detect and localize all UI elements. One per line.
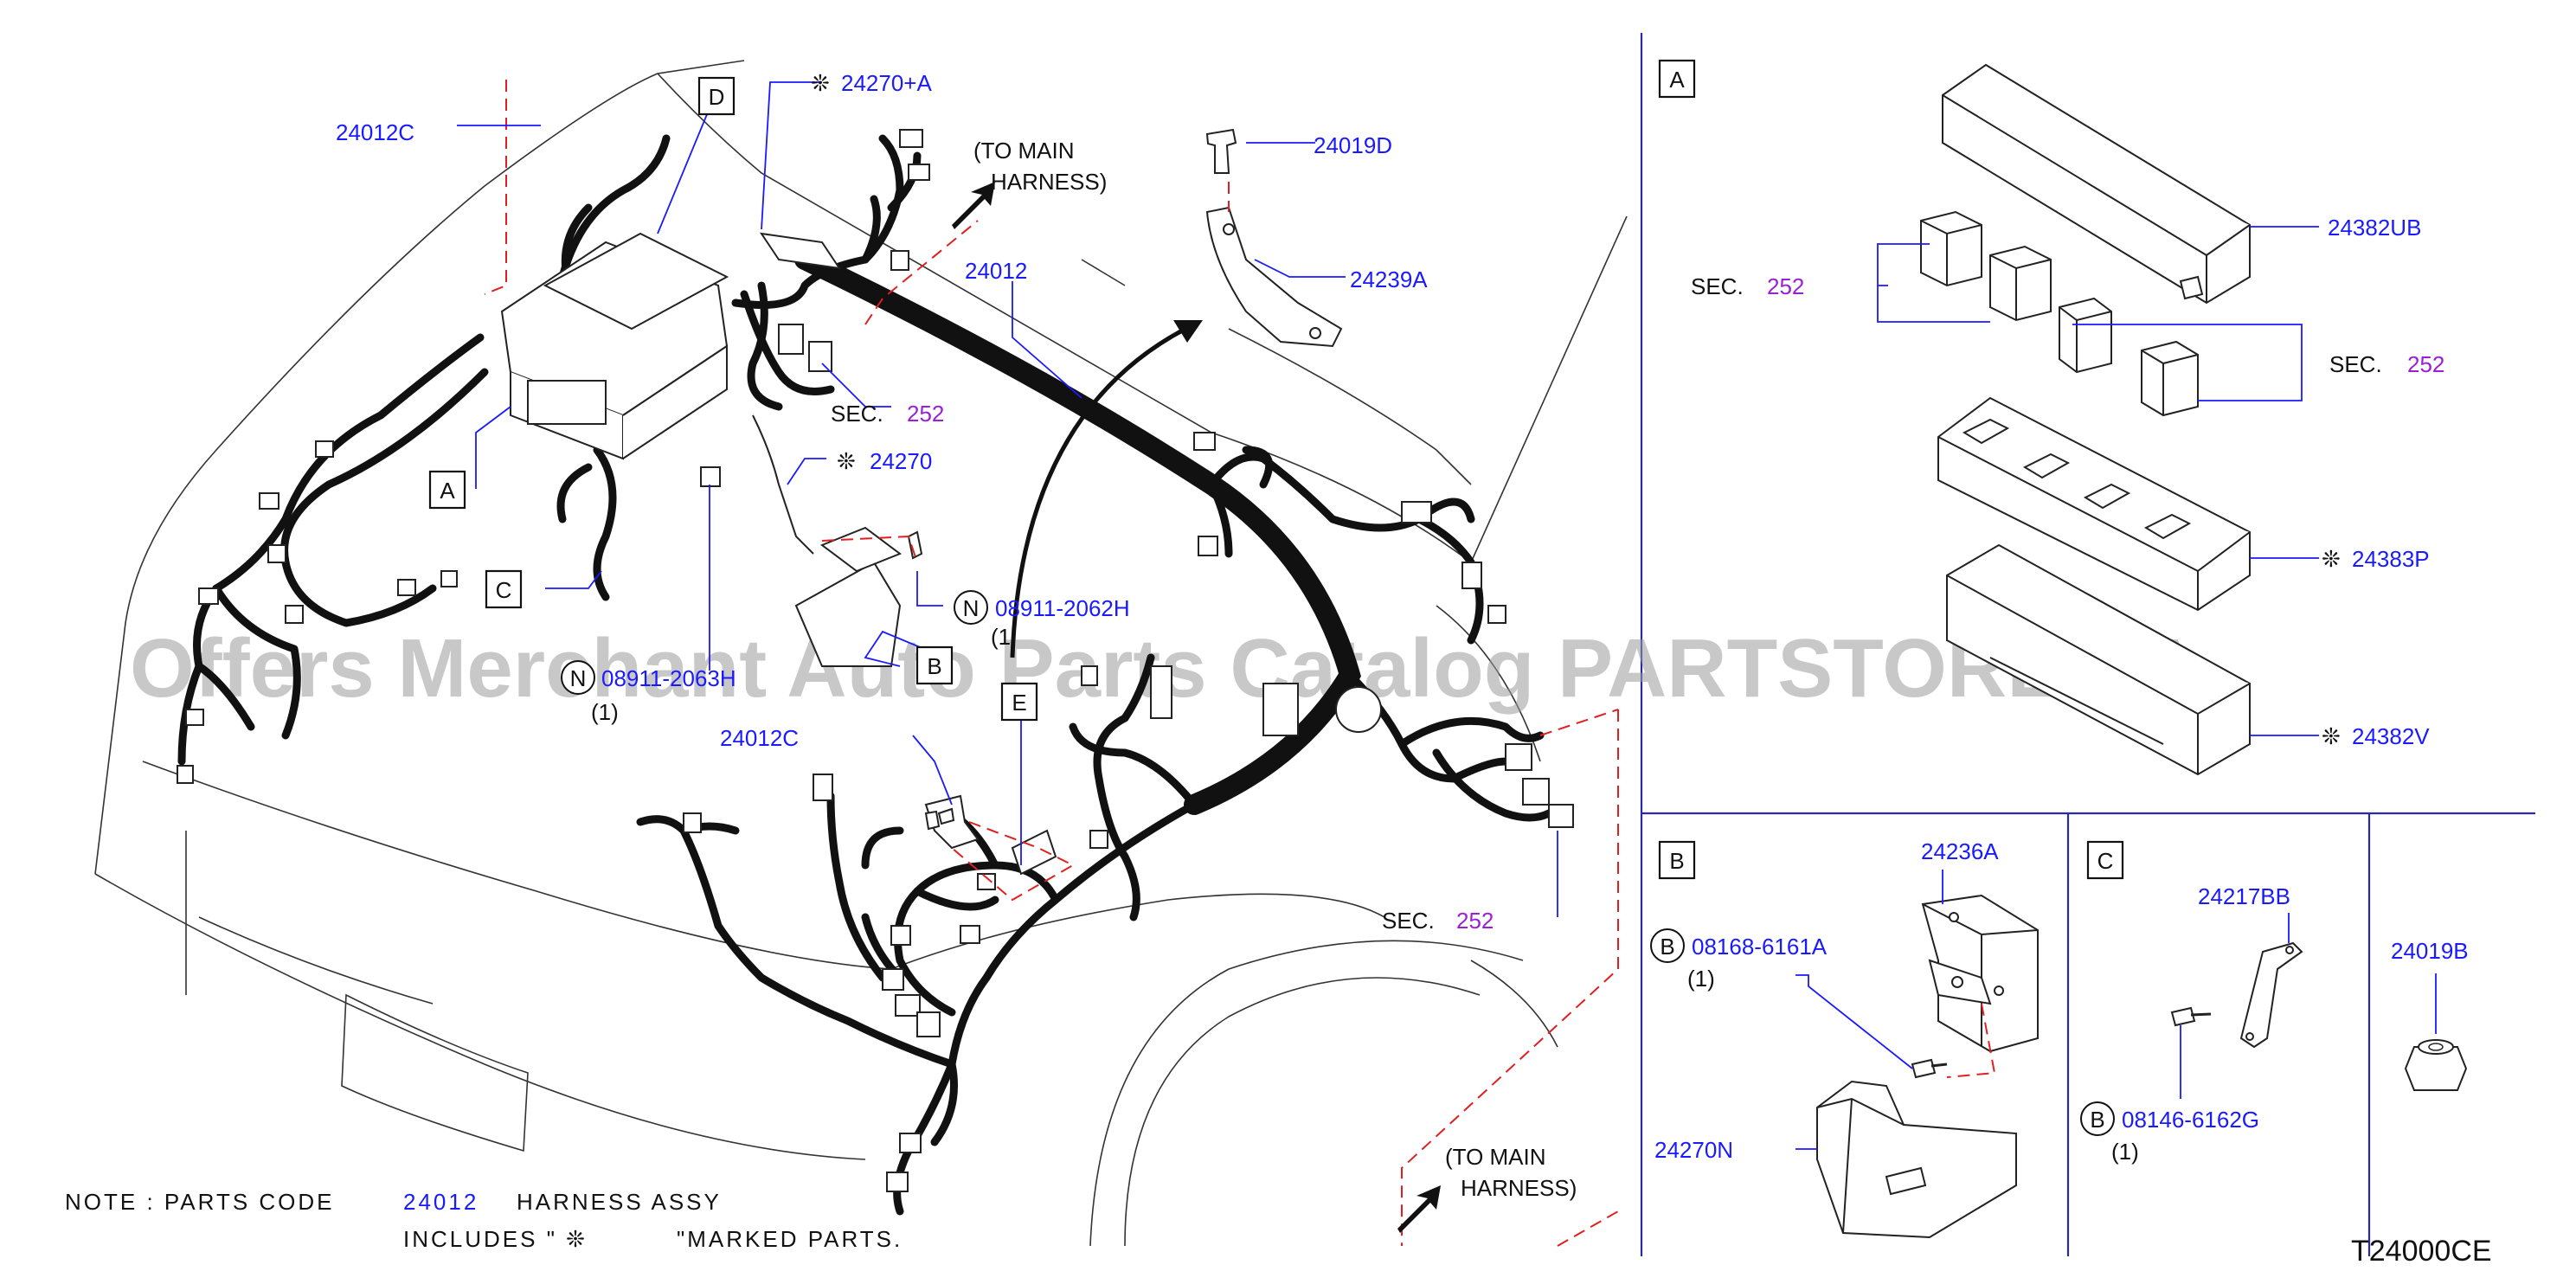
label-24019B: 24019B bbox=[2391, 938, 2469, 964]
fuse-box-cover bbox=[1942, 63, 2251, 305]
label-24382UB: 24382UB bbox=[2328, 215, 2421, 241]
qty-08911-2062H: (1 bbox=[991, 624, 1011, 650]
callout-box-B-main: B bbox=[915, 645, 954, 685]
label-24012: 24012 bbox=[965, 258, 1027, 284]
svg-text:B: B bbox=[1660, 934, 1674, 960]
svg-text:C: C bbox=[2097, 848, 2114, 874]
svg-text:HARNESS ASSY: HARNESS ASSY bbox=[517, 1189, 722, 1215]
blue-leader-lines-main bbox=[457, 81, 1558, 917]
vehicle-body-outline bbox=[94, 60, 1628, 1247]
bolt-08146-6162G bbox=[2170, 1006, 2212, 1027]
relays bbox=[1920, 210, 2199, 417]
note-block: NOTE : PARTS CODE 24012 HARNESS ASSY INC… bbox=[65, 1189, 903, 1252]
label-08911-2062H: 08911-2062H bbox=[995, 595, 1130, 621]
label-24270: 24270 bbox=[870, 448, 932, 474]
bracket-24217BB bbox=[2239, 941, 2303, 1049]
marked-symbol-24382V: ❊ bbox=[2322, 723, 2341, 749]
nut-24019B bbox=[2404, 1039, 2468, 1091]
small-parts-main bbox=[700, 414, 1057, 876]
to-main-harness-arrow-top bbox=[952, 182, 995, 229]
sec-label-main-b: SEC. bbox=[1382, 908, 1435, 934]
bolt-08168-6161A bbox=[1911, 1058, 1948, 1079]
callout-box-A-main: A bbox=[428, 470, 466, 510]
sec-252-main-b: 252 bbox=[1456, 908, 1494, 934]
sec-label-main-a: SEC. bbox=[831, 401, 883, 427]
label-08911-2063H: 08911-2063H bbox=[601, 665, 736, 691]
to-main-harness-arrow-bottom bbox=[1397, 1185, 1441, 1233]
label-24270N: 24270N bbox=[1654, 1137, 1733, 1163]
qty-08146-6162G: (1) bbox=[2111, 1139, 2139, 1165]
label-24019D: 24019D bbox=[1314, 132, 1392, 158]
label-08146-6162G: 08146-6162G bbox=[2122, 1107, 2259, 1133]
to-main-harness-top-line2: HARNESS) bbox=[991, 169, 1107, 195]
label-24382V: 24382V bbox=[2352, 723, 2430, 749]
lower-case-24382V bbox=[1946, 543, 2251, 776]
svg-text:D: D bbox=[709, 84, 725, 110]
label-24270A: 24270+A bbox=[841, 70, 932, 96]
bracket-24239A bbox=[1205, 128, 1343, 348]
bracket-24236A bbox=[1921, 894, 2039, 1053]
sec-252-A-b: 252 bbox=[2407, 351, 2444, 377]
label-24383P: 24383P bbox=[2352, 546, 2430, 572]
marked-symbol-24270: ❊ bbox=[837, 448, 856, 474]
marked-symbol-24383P: ❊ bbox=[2322, 546, 2341, 572]
label-24012C-mid: 24012C bbox=[720, 725, 799, 751]
b-symbol-08168: B bbox=[1650, 928, 1685, 963]
label-24217BB: 24217BB bbox=[2198, 883, 2290, 909]
cover-24270N bbox=[1816, 1080, 2017, 1239]
callout-box-C-main: C bbox=[485, 569, 523, 609]
svg-text:A: A bbox=[440, 478, 455, 504]
to-main-harness-top-line1: (TO MAIN bbox=[973, 138, 1075, 164]
panel-dividers bbox=[1640, 33, 2535, 1256]
label-24012C-top: 24012C bbox=[336, 119, 414, 145]
to-main-harness-bottom-line1: (TO MAIN bbox=[1445, 1144, 1546, 1170]
callout-box-D: D bbox=[697, 76, 736, 116]
sec-label-A-a: SEC. bbox=[1691, 273, 1744, 299]
svg-text:B: B bbox=[2090, 1107, 2104, 1133]
b-symbol-08146: B bbox=[2080, 1101, 2115, 1136]
marked-symbol-24270A: ❊ bbox=[811, 70, 830, 96]
connectors bbox=[177, 129, 1574, 1192]
sec-252-main-a: 252 bbox=[907, 401, 944, 427]
svg-text:B: B bbox=[927, 653, 941, 679]
label-24239A: 24239A bbox=[1350, 266, 1428, 292]
svg-text:C: C bbox=[496, 577, 512, 603]
panel-B: B 24236A B 08168-6161A (1) 24270 bbox=[1650, 838, 2039, 1239]
direction-arrow-main bbox=[1010, 320, 1203, 658]
svg-text:A: A bbox=[1669, 67, 1685, 93]
qty-08168-6161A: (1) bbox=[1687, 966, 1715, 992]
svg-text:N: N bbox=[963, 595, 980, 621]
callout-box-E-main: E bbox=[1000, 682, 1038, 722]
qty-08911-2063H: (1) bbox=[591, 699, 619, 725]
n-symbol-08911-2062H: N bbox=[954, 590, 988, 625]
sec-252-A-a: 252 bbox=[1767, 273, 1804, 299]
svg-text:B: B bbox=[1669, 848, 1684, 874]
panel-C: C 24217BB B 08146-6162G (1) 24019B bbox=[2080, 840, 2469, 1165]
svg-text:INCLUDES " ❊: INCLUDES " ❊ bbox=[403, 1226, 588, 1252]
red-dashed-leaders-main bbox=[484, 80, 1619, 1247]
fuse-relay-box bbox=[500, 232, 903, 667]
svg-text:24012: 24012 bbox=[403, 1189, 479, 1215]
panel-A: A bbox=[1658, 59, 2444, 776]
diagram-code: T24000CE bbox=[2351, 1235, 2492, 1268]
svg-text:E: E bbox=[1012, 690, 1026, 716]
sec-label-A-b: SEC. bbox=[2329, 351, 2382, 377]
svg-text:N: N bbox=[570, 665, 587, 691]
svg-text:"MARKED PARTS.: "MARKED PARTS. bbox=[677, 1226, 903, 1252]
svg-text:NOTE : PARTS CODE: NOTE : PARTS CODE bbox=[65, 1189, 335, 1215]
to-main-harness-bottom-line2: HARNESS) bbox=[1461, 1175, 1577, 1201]
fuse-block-24383P bbox=[1937, 396, 2251, 612]
label-08168-6161A: 08168-6161A bbox=[1692, 934, 1828, 960]
n-symbol-08911-2063H: N bbox=[561, 660, 595, 695]
label-24236A: 24236A bbox=[1921, 838, 1999, 864]
